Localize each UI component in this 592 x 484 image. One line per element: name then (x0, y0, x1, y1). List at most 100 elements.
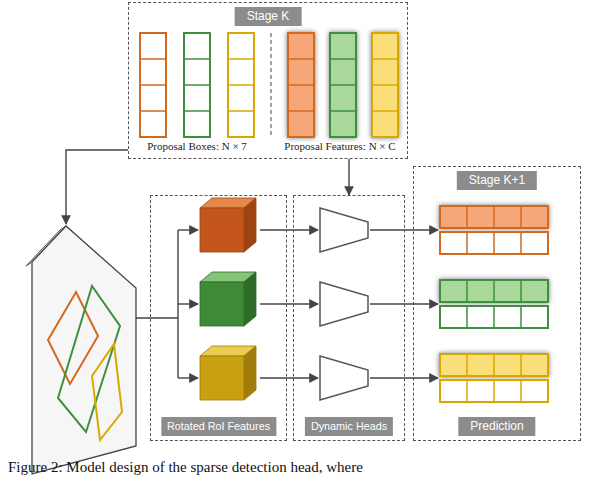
cube-side (244, 272, 256, 326)
rotated-box-orange (48, 292, 98, 384)
vector-cell-divider (520, 354, 522, 376)
vector-cell-divider (520, 232, 522, 254)
vector-outline (440, 306, 548, 328)
dashed-stage-panel: Dynamic Heads (293, 195, 405, 441)
rotated-box-yellow (92, 344, 122, 440)
vector-outline (440, 280, 548, 302)
proposal-feature-vector (330, 33, 356, 137)
vector-cell-divider (466, 232, 468, 254)
vector-outline (440, 232, 548, 254)
dashed-stage-panel: Stage K (128, 2, 408, 159)
cube-side (244, 198, 256, 252)
vector-cell-divider (140, 110, 166, 112)
vector-cell-divider (520, 206, 522, 228)
vector-cell-divider (184, 58, 210, 60)
dashed-stage-panel: Stage K+1Prediction (413, 166, 581, 441)
vector-cell-divider (520, 306, 522, 328)
vector-cell-divider (288, 110, 314, 112)
vector-outline (440, 206, 548, 228)
vector-cell-divider (520, 380, 522, 402)
vector-outline (440, 354, 548, 376)
flow-arrow (370, 229, 438, 230)
vector-cell-divider (228, 110, 254, 112)
vector-cell-divider (372, 58, 398, 60)
vector-cell-divider (466, 306, 468, 328)
flow-arrow (66, 150, 128, 224)
dashed-stage-panel: Rotated RoI Features (150, 195, 287, 441)
shape-annotation: Proposal Features: N × C (284, 140, 395, 153)
flow-arrow (178, 377, 198, 378)
vector-cell-divider (493, 306, 495, 328)
vector-cell-divider (228, 84, 254, 86)
vector-cell-divider (140, 84, 166, 86)
vector-cell-divider (466, 354, 468, 376)
proposal-box-vector (184, 33, 210, 137)
vector-outline (440, 380, 548, 402)
shape-annotation: Proposal Boxes: N × 7 (147, 140, 247, 153)
vector-cell-divider (140, 58, 166, 60)
predicted-box-vector (440, 232, 548, 254)
cube-front (200, 282, 244, 326)
vector-cell-divider (184, 110, 210, 112)
cube-front (200, 356, 244, 400)
panel-title: Dynamic Heads (305, 417, 393, 436)
flow-arrow (178, 229, 198, 230)
dynamic-head (320, 356, 368, 400)
flow-arrow (348, 159, 349, 195)
vector-cell-divider (330, 58, 356, 60)
flow-arrow (178, 303, 198, 304)
vector-outline (372, 33, 398, 137)
roi-feature-cube (200, 198, 256, 252)
separator-line (270, 33, 271, 138)
figure-caption: Figure 2: Model design of the sparse det… (8, 458, 363, 476)
vector-cell-divider (372, 110, 398, 112)
image-plane (32, 226, 136, 474)
vector-cell-divider (493, 232, 495, 254)
panel-title: Prediction (458, 417, 535, 436)
panel-title: Rotated RoI Features (161, 417, 276, 436)
predicted-feature-vector (440, 206, 548, 228)
vector-cell-divider (466, 206, 468, 228)
panel-title: Stage K (235, 7, 302, 26)
vector-outline (288, 33, 314, 137)
vector-cell-divider (288, 84, 314, 86)
vector-outline (330, 33, 356, 137)
proposal-box-vector (228, 33, 254, 137)
predicted-feature-vector (440, 354, 548, 376)
vector-cell-divider (493, 206, 495, 228)
vector-cell-divider (228, 58, 254, 60)
predicted-box-vector (440, 306, 548, 328)
proposal-feature-vector (372, 33, 398, 137)
vector-cell-divider (184, 84, 210, 86)
roi-feature-cube (200, 346, 256, 400)
dynamic-head (320, 208, 368, 252)
flow-arrow (260, 229, 318, 230)
vector-cell-divider (493, 354, 495, 376)
vector-cell-divider (288, 58, 314, 60)
predicted-box-vector (440, 380, 548, 402)
vector-outline (140, 33, 166, 137)
flow-arrow (260, 303, 318, 304)
vector-cell-divider (372, 84, 398, 86)
vector-cell-divider (330, 84, 356, 86)
predicted-feature-vector (440, 280, 548, 302)
roi-branch-line (136, 230, 178, 378)
proposal-box-vector (140, 33, 166, 137)
proposal-feature-vector (288, 33, 314, 137)
roi-feature-cube (200, 272, 256, 326)
vector-outline (184, 33, 210, 137)
cube-front (200, 208, 244, 252)
vector-cell-divider (520, 280, 522, 302)
dynamic-head (320, 282, 368, 326)
panel-title: Stage K+1 (457, 171, 537, 190)
vector-cell-divider (330, 110, 356, 112)
rotated-box-green (58, 286, 120, 432)
cube-side (244, 346, 256, 400)
flow-arrow (370, 377, 438, 378)
flow-arrow (370, 303, 438, 304)
flow-arrow (260, 377, 318, 378)
vector-cell-divider (466, 280, 468, 302)
